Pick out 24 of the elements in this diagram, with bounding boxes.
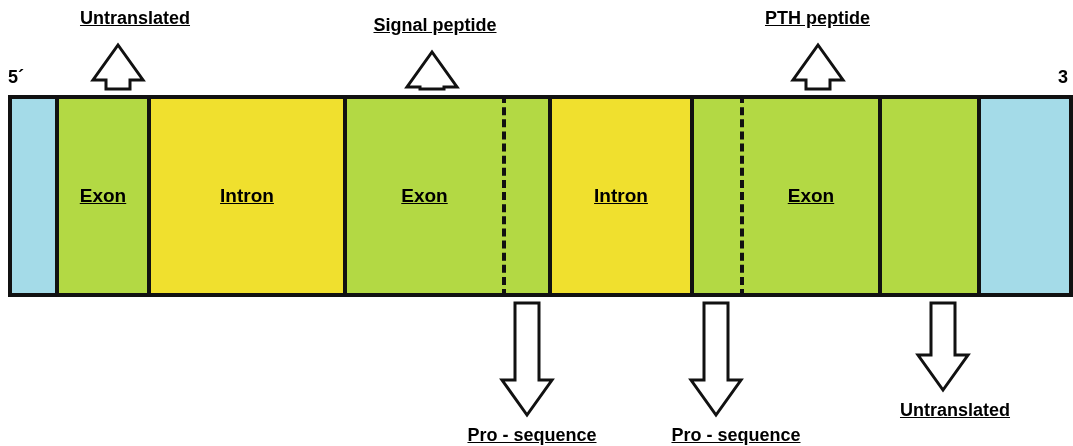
label-text: Pro - sequence	[656, 415, 816, 445]
block-arrow	[90, 42, 146, 91]
label-text: Untranslated	[70, 8, 200, 45]
block-arrow	[499, 301, 555, 418]
block-arrow	[915, 301, 971, 393]
strand-end-label: 3	[1058, 67, 1068, 87]
label-text: PTH peptide	[755, 8, 880, 45]
gene-segment	[502, 95, 548, 297]
gene-segment: Intron	[147, 95, 343, 297]
label-text: Signal peptide	[360, 15, 510, 52]
block-arrow	[688, 301, 744, 418]
label-text: Pro - sequence	[452, 415, 612, 445]
block-arrow	[790, 42, 846, 91]
gene-segment	[977, 95, 1073, 297]
gene-segment: Exon	[740, 95, 878, 297]
block-arrow	[404, 49, 460, 91]
gene-segment	[8, 95, 55, 297]
gene-segment: Exon	[55, 95, 147, 297]
gene-segment: Exon	[343, 95, 502, 297]
gene-segment	[690, 95, 740, 297]
gene-segment: Intron	[548, 95, 690, 297]
strand-end-label: 5´	[8, 67, 24, 87]
gene-segment	[878, 95, 977, 297]
label-text: Untranslated	[885, 390, 1025, 420]
